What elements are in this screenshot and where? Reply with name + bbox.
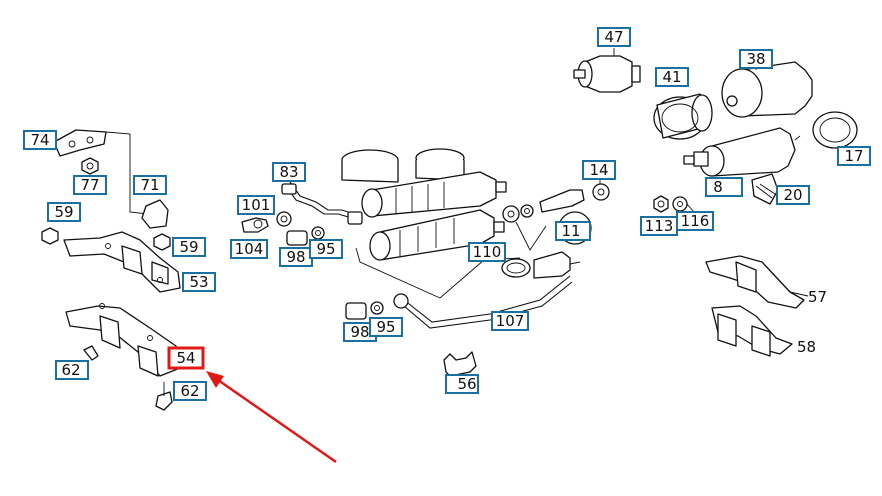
callout-54-highlighted[interactable]: 54 (167, 346, 205, 370)
svg-text:104: 104 (235, 240, 264, 258)
svg-text:8: 8 (713, 178, 723, 196)
callout-110[interactable]: 110 (468, 242, 506, 262)
svg-text:20: 20 (783, 186, 802, 204)
fuel-accumulator (573, 48, 641, 93)
washer-116 (672, 196, 695, 213)
svg-text:98: 98 (286, 248, 305, 266)
callout-59-lower[interactable]: 59 (172, 237, 206, 257)
callout-77[interactable]: 77 (73, 175, 107, 195)
svg-text:113: 113 (645, 217, 674, 235)
nut-113 (653, 195, 669, 213)
callout-74[interactable]: 74 (23, 130, 57, 150)
svg-text:53: 53 (189, 273, 208, 291)
callout-83[interactable]: 83 (272, 162, 306, 182)
callout-98-upper[interactable]: 98 (279, 247, 313, 267)
clip-56 (443, 351, 477, 377)
svg-text:17: 17 (844, 147, 863, 165)
svg-text:59: 59 (54, 203, 73, 221)
svg-text:62: 62 (61, 361, 80, 379)
callout-11[interactable]: 11 (555, 221, 591, 241)
callout-41[interactable]: 41 (655, 67, 689, 87)
svg-text:77: 77 (80, 176, 99, 194)
svg-text:101: 101 (242, 196, 271, 214)
callout-71[interactable]: 71 (133, 175, 167, 195)
nut-77 (81, 157, 99, 175)
callout-95-upper[interactable]: 95 (309, 239, 343, 259)
callout-107[interactable]: 107 (491, 311, 529, 331)
callout-113[interactable]: 113 (640, 216, 678, 236)
svg-text:41: 41 (662, 68, 681, 86)
svg-text:95: 95 (376, 318, 395, 336)
callout-56[interactable]: 56 (445, 374, 479, 394)
hose-clamp-110 (501, 251, 581, 279)
plate-74 (53, 129, 149, 215)
ring-17 (812, 111, 858, 149)
bracket-54 (65, 303, 181, 377)
svg-text:54: 54 (176, 349, 195, 367)
callout-62-upper[interactable]: 62 (55, 360, 89, 380)
callout-53[interactable]: 53 (182, 272, 216, 292)
rubber-mount-71 (141, 199, 169, 229)
fuel-line-83 (281, 181, 363, 225)
callout-104[interactable]: 104 (230, 239, 268, 259)
injection-pump (341, 148, 507, 261)
svg-text:11: 11 (561, 222, 580, 240)
svg-text:62: 62 (180, 382, 199, 400)
bolt-62 (83, 345, 173, 411)
svg-text:98: 98 (350, 323, 369, 341)
callout-62-lower[interactable]: 62 (173, 381, 207, 401)
label-57: 57 (808, 288, 827, 306)
svg-text:71: 71 (140, 176, 159, 194)
fuel-filter-large (721, 61, 813, 118)
svg-text:59: 59 (179, 238, 198, 256)
free-labels: 57 58 (797, 288, 827, 356)
fuel-line-107 (393, 275, 573, 329)
washers-95-98-upper (276, 204, 534, 246)
nut-59 (41, 227, 171, 251)
callout-8[interactable]: 8 (705, 177, 743, 197)
callout-47[interactable]: 47 (597, 27, 631, 47)
callout-38[interactable]: 38 (739, 49, 773, 69)
bracket-53 (63, 231, 181, 293)
callout-59-upper[interactable]: 59 (47, 202, 81, 222)
svg-text:107: 107 (496, 312, 525, 330)
bracket-57 (705, 255, 809, 309)
banjo-bolt-101 (241, 217, 269, 233)
callout-20[interactable]: 20 (776, 185, 810, 205)
label-58: 58 (797, 338, 816, 356)
pressure-valve-14 (539, 178, 610, 213)
svg-text:14: 14 (589, 161, 608, 179)
callout-17[interactable]: 17 (837, 146, 871, 166)
svg-text:116: 116 (681, 212, 710, 230)
fuel-pump-8 (683, 127, 801, 177)
svg-text:95: 95 (316, 240, 335, 258)
svg-text:74: 74 (30, 131, 49, 149)
filter-sleeve-41 (653, 93, 713, 140)
svg-text:56: 56 (457, 375, 476, 393)
callout-95-lower[interactable]: 95 (369, 317, 403, 337)
svg-text:47: 47 (604, 28, 623, 46)
highlight-arrow (206, 371, 337, 464)
bracket-58 (711, 305, 793, 357)
group-leader (515, 221, 547, 251)
washers-95-98-lower (345, 301, 384, 320)
svg-text:38: 38 (746, 50, 765, 68)
callouts: 47 38 41 74 77 71 83 14 17 8 20 101 59 1… (23, 27, 871, 401)
callout-14[interactable]: 14 (582, 160, 616, 180)
callout-116[interactable]: 116 (676, 211, 714, 231)
callout-101[interactable]: 101 (237, 195, 275, 215)
bracket-20 (751, 173, 779, 205)
svg-text:83: 83 (279, 163, 298, 181)
svg-text:110: 110 (473, 243, 502, 261)
